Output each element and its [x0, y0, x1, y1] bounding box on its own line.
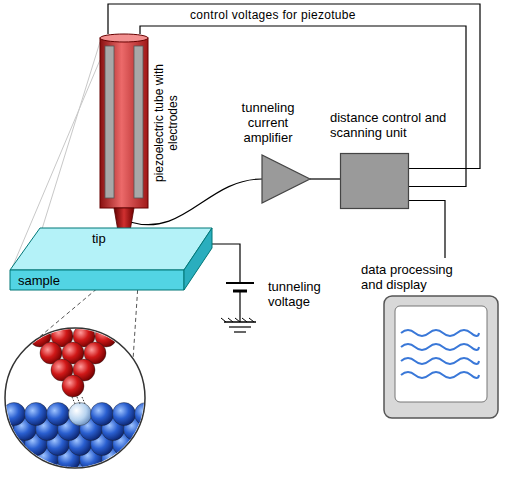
control-unit-node: distance control and scanning unit	[328, 108, 456, 210]
source-label: tunneling voltage	[268, 279, 350, 309]
control-box	[340, 153, 410, 210]
atom	[113, 463, 136, 480]
ground-hatch	[235, 318, 240, 322]
node-label: data processing and display	[361, 262, 473, 292]
tunneling-path	[72, 397, 75, 404]
node-label: sample	[18, 273, 60, 288]
atom	[0, 448, 15, 471]
atom	[0, 403, 4, 426]
node-label: distance control and scanning unit	[330, 110, 452, 140]
atom	[0, 433, 4, 456]
atom	[91, 463, 114, 480]
atom	[146, 418, 169, 441]
wire-connector	[409, 201, 446, 259]
atom	[135, 403, 158, 426]
ground-symbol	[234, 331, 246, 332]
atom	[113, 403, 136, 426]
ground-hatch	[249, 318, 254, 322]
atom	[3, 463, 26, 480]
atom	[25, 403, 48, 426]
tunneling-path	[77, 397, 80, 404]
atom	[69, 403, 92, 426]
atom	[146, 448, 169, 471]
atom	[47, 403, 70, 426]
atoms	[0, 325, 169, 480]
atom	[91, 403, 114, 426]
atom	[135, 463, 158, 480]
atom	[3, 403, 26, 426]
atom	[62, 375, 84, 397]
sample-node: sample	[8, 222, 214, 294]
outline-line	[42, 42, 100, 229]
amplifier-node: tunneling current amplifier	[222, 100, 316, 210]
tunneling-path	[82, 397, 85, 404]
ground-hatch	[242, 318, 247, 322]
atom	[124, 448, 147, 471]
signal-label: control voltages for piezotube	[190, 8, 356, 22]
part-label: tip	[92, 231, 106, 246]
node-label: piezoelectric tube with electrodes	[152, 38, 180, 208]
ground-hatch	[228, 318, 233, 322]
node-label: tunneling current amplifier	[222, 100, 314, 145]
ground-hatch	[221, 318, 254, 322]
ground-hatch	[221, 318, 226, 322]
atom	[135, 433, 158, 456]
magnifier-circle	[5, 328, 145, 468]
wire-connector	[310, 178, 341, 179]
amplifier-triangle	[260, 153, 314, 207]
wire-connector	[130, 179, 262, 225]
atom	[25, 463, 48, 480]
battery-plate	[226, 282, 254, 284]
ground-symbol	[229, 326, 251, 327]
atom	[0, 463, 4, 480]
display-node: data processing and display	[355, 258, 505, 423]
display-monitor	[383, 295, 501, 421]
wire	[239, 291, 240, 322]
wire	[212, 244, 240, 283]
